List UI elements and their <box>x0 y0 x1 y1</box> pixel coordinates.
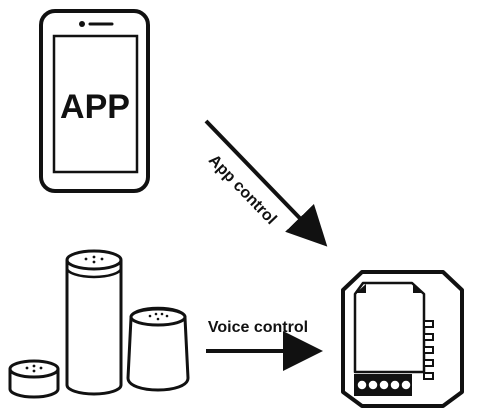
app-control-label: App control <box>205 152 280 228</box>
smartphone-icon <box>39 9 150 193</box>
phone-screen-text: APP <box>60 88 130 126</box>
small-dome-speaker-icon <box>126 306 190 392</box>
tall-cylinder-speaker-icon <box>65 249 123 396</box>
smart-switch-module-icon <box>341 270 464 408</box>
flat-puck-speaker-icon <box>8 359 60 399</box>
voice-control-label: Voice control <box>208 319 308 336</box>
app-control-arrow <box>204 119 328 247</box>
